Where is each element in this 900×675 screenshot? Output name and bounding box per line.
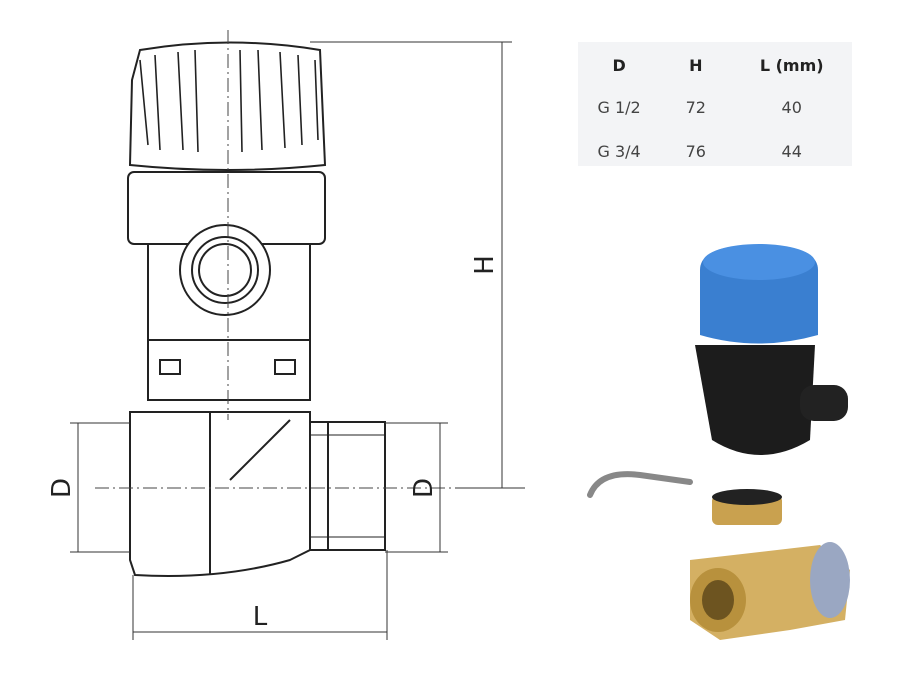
- cell-h: 72: [685, 97, 706, 117]
- table-row: G 1/2 72 40: [578, 85, 852, 129]
- tee-body: [129, 411, 311, 577]
- header-l: L (mm): [759, 55, 824, 75]
- product-photo: [587, 244, 850, 640]
- cell-d: G 1/2: [597, 97, 641, 117]
- cell-d: G 3/4: [597, 141, 641, 161]
- dimension-lines: [70, 41, 525, 640]
- header-d: D: [612, 55, 626, 75]
- outlet-spout: [800, 385, 848, 421]
- clip-slot-right: [274, 359, 296, 375]
- thread-seal: [810, 542, 850, 618]
- male-thread: [309, 421, 386, 551]
- table-row: G 3/4 76 44: [578, 129, 852, 173]
- dim-label-l: L: [253, 602, 268, 632]
- dim-label-h: H: [470, 255, 500, 275]
- cell-l: 40: [781, 97, 802, 117]
- table-header-row: D H L (mm): [578, 42, 852, 85]
- cell-l: 44: [781, 141, 802, 161]
- dim-label-d-left: D: [47, 478, 77, 498]
- retaining-clip: [587, 471, 693, 498]
- dim-label-d-right: D: [409, 478, 439, 498]
- dimension-table: D H L (mm) G 1/2 72 40 G 3/4 76 44: [578, 42, 852, 166]
- header-h: H: [689, 55, 703, 75]
- cap-ribs: [139, 49, 319, 153]
- clip-slot-left: [159, 359, 181, 375]
- valve-body-black: [695, 345, 815, 455]
- cell-h: 76: [685, 141, 706, 161]
